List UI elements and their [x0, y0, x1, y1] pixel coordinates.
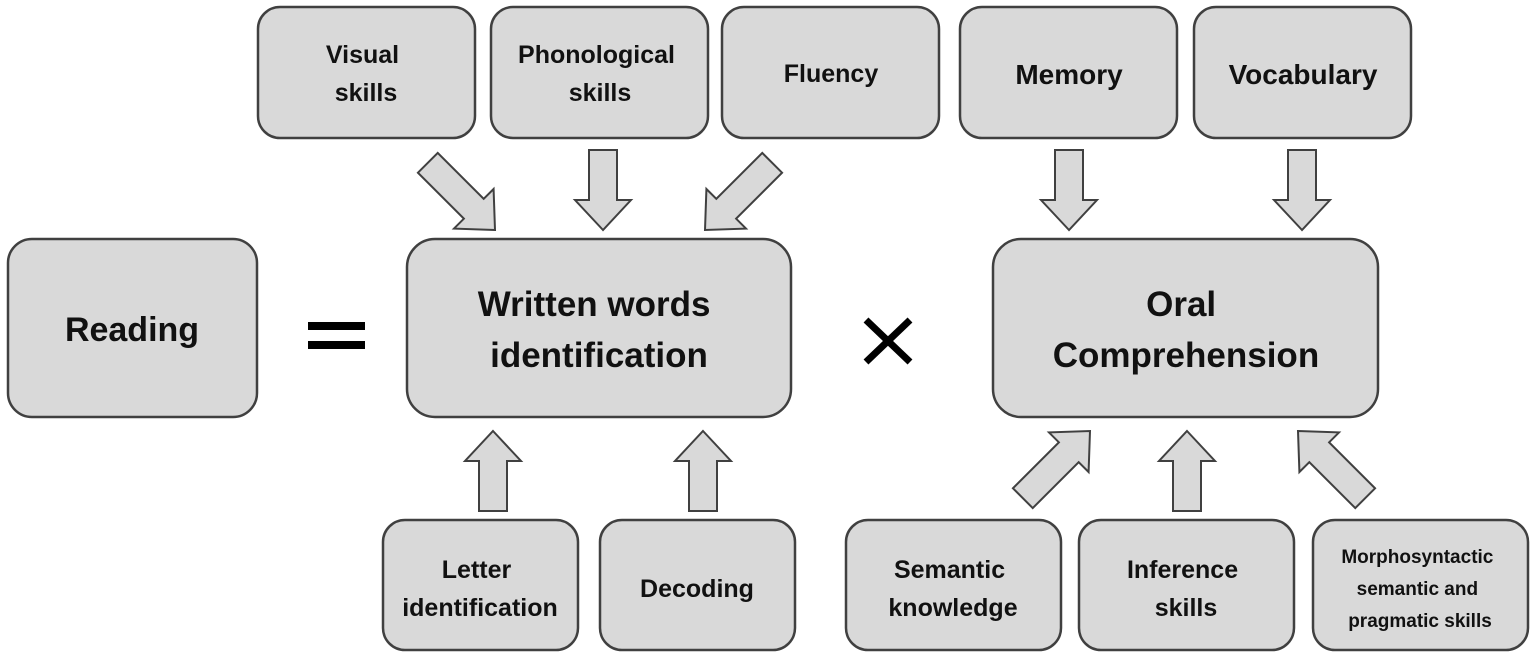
arrow-inference-to-oral: [1156, 429, 1218, 512]
memory-node: Memory: [958, 5, 1179, 140]
arrow-letter-to-written: [462, 429, 524, 512]
semantic-knowledge-node: Semantic knowledge: [844, 518, 1063, 652]
letter-identification-node: Letter identification: [381, 518, 580, 652]
arrow-fluency-to-written: [703, 151, 784, 232]
arrow-phonological-to-written: [572, 149, 634, 232]
reading-label: Reading: [65, 311, 199, 349]
fluency-node: Fluency: [720, 5, 941, 140]
times-operator: [863, 317, 913, 365]
semantic-knowledge-label: Semantic knowledge: [888, 556, 1017, 622]
arrow-vocabulary-to-oral: [1271, 149, 1333, 232]
arrow-decoding-to-written: [672, 429, 734, 512]
arrow-morphosyntactic-to-oral: [1296, 429, 1377, 510]
decoding-node: Decoding: [598, 518, 797, 652]
oral-comprehension-label: Oral Comprehension: [1053, 285, 1319, 375]
equals-operator: [308, 322, 365, 349]
morphosyntactic-skills-label: Morphosyntactic semantic and pragmatic s…: [1341, 547, 1498, 632]
inference-skills-label: Inference skills: [1127, 556, 1245, 622]
arrow-semantic-to-oral: [1011, 429, 1092, 510]
oral-comprehension-node: Oral Comprehension: [991, 237, 1380, 419]
vocabulary-node: Vocabulary: [1192, 5, 1413, 140]
visual-skills-label: Visual skills: [326, 41, 406, 107]
letter-identification-label: Letter identification: [402, 556, 558, 622]
inference-skills-node: Inference skills: [1077, 518, 1296, 652]
fluency-label: Fluency: [784, 60, 879, 88]
phonological-skills-label: Phonological skills: [518, 41, 682, 107]
arrow-memory-to-oral: [1038, 149, 1100, 232]
memory-label: Memory: [1015, 59, 1123, 90]
vocabulary-label: Vocabulary: [1229, 59, 1378, 90]
morphosyntactic-skills-node: Morphosyntactic semantic and pragmatic s…: [1311, 518, 1530, 652]
written-words-identification-node: Written words identification: [405, 237, 793, 419]
visual-skills-node: Visual skills: [256, 5, 477, 140]
written-words-label: Written words identification: [478, 285, 720, 375]
reading-node: Reading: [6, 237, 259, 419]
phonological-skills-node: Phonological skills: [489, 5, 710, 140]
decoding-label: Decoding: [640, 575, 754, 603]
arrow-visual-to-written: [416, 151, 497, 232]
